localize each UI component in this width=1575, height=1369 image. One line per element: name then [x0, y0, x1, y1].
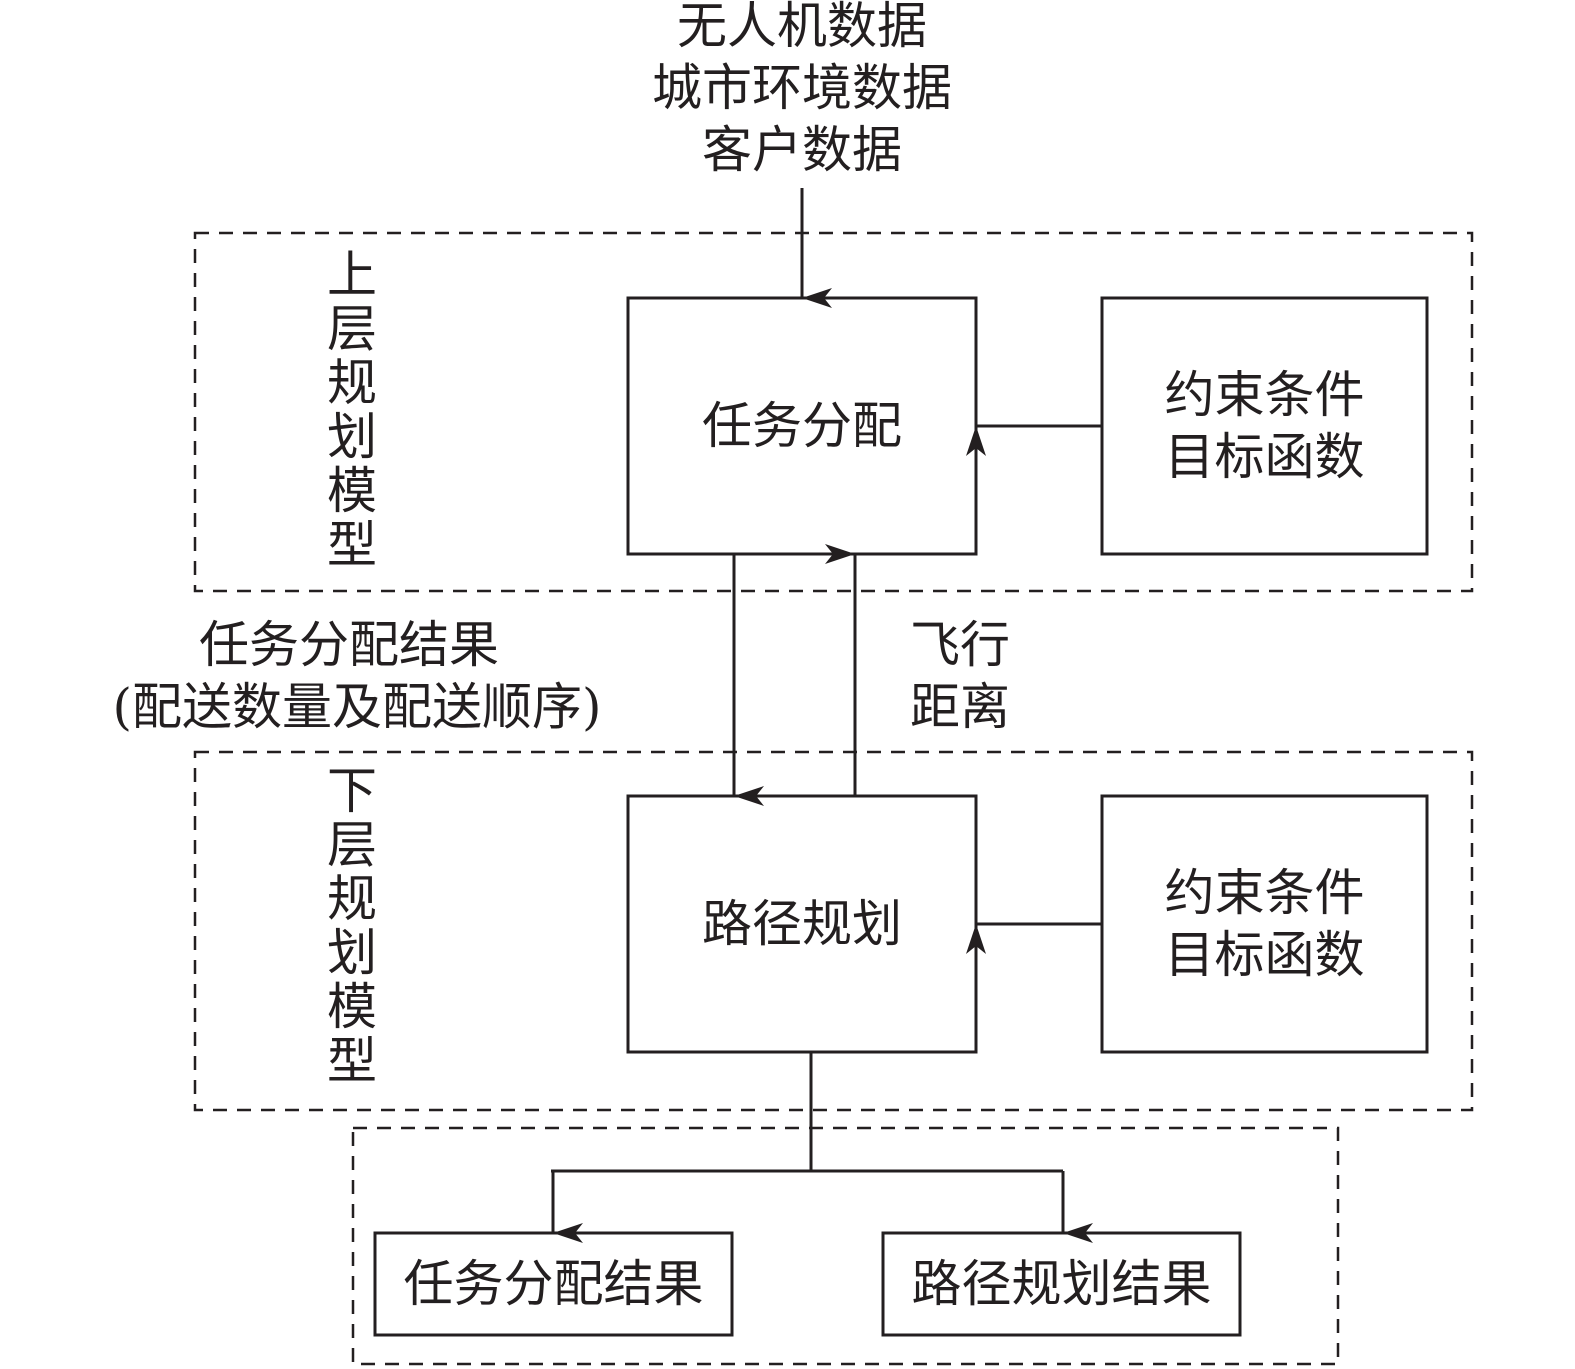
task-result-label: 任务分配结果: [375, 1233, 732, 1335]
upper-constraint-label: 约束条件 目标函数: [1102, 298, 1427, 554]
upper-label-char: 型: [327, 516, 377, 574]
lower-label-char: 划: [327, 924, 377, 982]
objective-text: 目标函数: [1164, 926, 1365, 984]
objective-text: 目标函数: [1164, 428, 1365, 486]
task-result-text: 任务分配结果: [403, 1255, 704, 1313]
lower-label-char: 模: [327, 978, 377, 1036]
lower-label-char: 规: [327, 870, 377, 928]
flight-distance-line2: 距离: [910, 678, 1010, 736]
flight-distance-line1: 飞行: [910, 616, 1010, 674]
route-planning-label: 路径规划: [628, 796, 976, 1052]
task-result-annotation-line1: 任务分配结果: [199, 616, 499, 674]
upper-model-label: 上 层 规 划 模 型: [322, 248, 382, 572]
lower-constraint-box: [1100, 794, 1429, 1054]
task-result-annotation: 任务分配结果 (配送数量及配送顺序): [92, 614, 622, 738]
task-allocation-label: 任务分配: [628, 298, 976, 554]
task-result-annotation-line2: (配送数量及配送顺序): [112, 678, 602, 736]
route-planning-box: [626, 794, 978, 1054]
task-allocation-text: 任务分配: [702, 397, 902, 455]
lower-label-char: 型: [327, 1032, 377, 1090]
upper-label-char: 规: [327, 354, 377, 412]
input-line-customer: 客户数据: [702, 121, 902, 179]
route-result-text: 路径规划结果: [911, 1255, 1212, 1313]
route-planning-text: 路径规划: [702, 895, 902, 953]
lower-model-label: 下 层 规 划 模 型: [322, 764, 382, 1088]
route-result-label: 路径规划结果: [883, 1233, 1240, 1335]
constraint-text: 约束条件: [1164, 864, 1365, 922]
upper-label-char: 划: [327, 408, 377, 466]
input-line-city-env: 城市环境数据: [652, 59, 952, 117]
input-line-uav: 无人机数据: [677, 0, 927, 55]
lower-label-char: 层: [327, 816, 377, 874]
upper-constraint-box: [1100, 296, 1429, 556]
lower-label-char: 下: [327, 762, 377, 820]
output-frame: [351, 1126, 1340, 1366]
upper-label-char: 模: [327, 462, 377, 520]
lower-constraint-label: 约束条件 目标函数: [1102, 796, 1427, 1052]
constraint-text: 约束条件: [1164, 366, 1365, 424]
input-data-label: 无人机数据 城市环境数据 客户数据: [602, 0, 1002, 181]
upper-label-char: 上: [327, 246, 377, 304]
upper-label-char: 层: [327, 300, 377, 358]
flight-distance-annotation: 飞行 距离: [900, 614, 1020, 738]
